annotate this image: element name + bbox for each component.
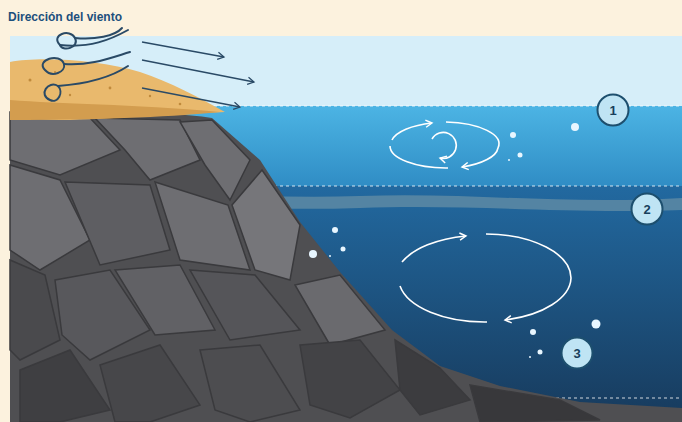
callout-circle-shape <box>632 194 663 225</box>
callout-text: 3 <box>573 346 580 361</box>
bubbles <box>309 123 601 358</box>
callout-text: 2 <box>643 202 650 217</box>
callout-circle-shape <box>562 338 593 369</box>
callout-text: 1 <box>609 103 616 118</box>
wind-swirl <box>43 28 130 101</box>
wind-arrows <box>142 42 254 107</box>
circulation-arrows <box>390 122 571 322</box>
callout-number: 1 <box>596 93 630 127</box>
cliff-rocks <box>10 112 600 422</box>
callout-number: 3 <box>560 336 594 370</box>
sand-shadow <box>10 100 220 120</box>
diagram-title: Dirección del viento <box>8 10 122 24</box>
callout-number: 2 <box>630 192 664 226</box>
callout-circle-shape <box>598 95 629 126</box>
cliff <box>10 110 682 422</box>
sand-dune <box>10 59 225 120</box>
